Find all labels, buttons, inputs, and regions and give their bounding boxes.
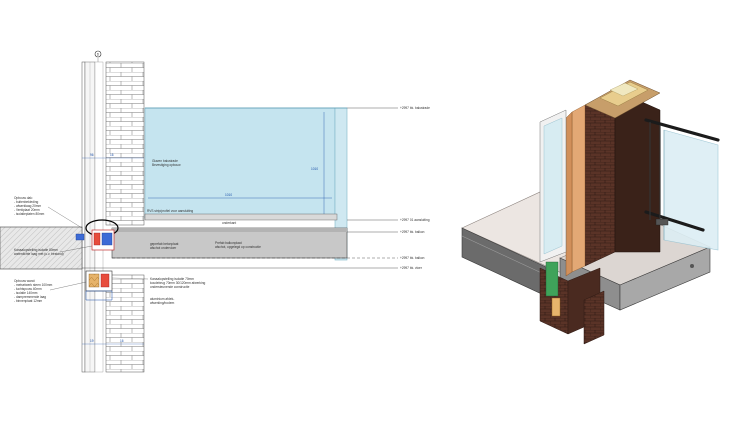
- svg-text:waterdichte laag met (u.v. bes: waterdichte laag met (u.v. bestand): [14, 252, 64, 256]
- left-annotations: Opbouw dak: - buitenbekleding - afwerkla…: [14, 196, 93, 303]
- svg-text:- buitenbekleding: - buitenbekleding: [14, 200, 39, 204]
- wall-inner-plate: [81, 61, 86, 373]
- svg-text:Opbouw wand:: Opbouw wand:: [14, 279, 35, 283]
- slab-label-1: geprefab betonplaat: [150, 242, 178, 246]
- level-label-4: +2997 bk. balkon: [400, 256, 425, 260]
- green-membrane: [545, 261, 559, 297]
- svg-text:16: 16: [120, 339, 124, 343]
- svg-text:Opbouw dak:: Opbouw dak:: [14, 196, 33, 200]
- timber-layer: [571, 104, 586, 273]
- handrail-top: [644, 118, 720, 142]
- level-label-1: +2997 bk. balustrade: [400, 106, 430, 110]
- grid-marker: [94, 50, 102, 58]
- svg-text:- binnenplaat 12mm: - binnenplaat 12mm: [14, 299, 43, 303]
- svg-text:Kanaalopstelling isolatie 80mm: Kanaalopstelling isolatie 80mm: [14, 248, 58, 252]
- svg-text:- isolatieplaten 80mm: - isolatieplaten 80mm: [14, 212, 45, 216]
- balcony-plate-side: [619, 246, 711, 311]
- grid-marker-label: D: [97, 52, 100, 56]
- handrail-bottom: [644, 210, 705, 232]
- dim-label-width: 1010: [225, 193, 232, 197]
- wall-cavity: [94, 61, 104, 373]
- bottom-label-1: aluminium afdek-: [150, 297, 174, 301]
- isometric-model: [461, 79, 720, 345]
- svg-text:96: 96: [90, 153, 94, 157]
- slab2-label-1: Prefab balkonplaat: [215, 241, 242, 245]
- glass-label-2: Bevestiging opbouw: [152, 163, 181, 167]
- dim-label-height: 1010: [311, 167, 318, 171]
- brick-wall-lower: [105, 274, 145, 373]
- bottom-label-2: afwerking/bodem: [150, 301, 175, 305]
- slab2-label-2: afschot, opgelegd op constructie: [215, 245, 261, 249]
- window-glass: [543, 117, 563, 255]
- svg-text:- isolatie 140mm: - isolatie 140mm: [14, 291, 38, 295]
- ins-label-3: ondersteunende constructie: [150, 285, 190, 289]
- svg-text:- dampremmende laag: - dampremmende laag: [14, 295, 46, 299]
- brick-wall-upper: [105, 61, 145, 226]
- rail-label: RVS strip/profiel voor aansluiting: [147, 209, 193, 213]
- svg-text:- metselwerk steen 100mm: - metselwerk steen 100mm: [14, 283, 53, 287]
- level-label-3: +2997 bk. balkon: [400, 230, 425, 234]
- svg-text:- Ventiplaat 20mm: - Ventiplaat 20mm: [14, 208, 40, 212]
- balcony-slab: [111, 227, 348, 259]
- glass-label-1: Glazen balustrade: [152, 159, 178, 163]
- svg-text:19: 19: [90, 339, 94, 343]
- level-label-5: +2997 bk. vloer: [400, 266, 423, 270]
- svg-text:16: 16: [110, 153, 114, 157]
- ins-label-2: koudebrug 70mm 30/120mm afwerking: [150, 281, 206, 285]
- svg-text:- afwerklaag 20mm: - afwerklaag 20mm: [14, 204, 41, 208]
- svg-text:- luchtspouw 40mm: - luchtspouw 40mm: [14, 287, 42, 291]
- brick-wall-upper-3d: [584, 89, 616, 267]
- ins-label-1: Kanaalopstelling isolatie 70mm: [150, 277, 194, 281]
- section-drawing: D 1010 1010 Glazen balustrade Bevestigin…: [0, 50, 430, 373]
- level-label-2: +2997 01 aansluiting: [400, 218, 430, 222]
- under-label: onderkant: [222, 221, 236, 225]
- slab-label-2: afschot ondervloer: [150, 246, 177, 250]
- balustrade-base-rail: [144, 213, 338, 221]
- glass-balustrade-3d: [663, 129, 719, 251]
